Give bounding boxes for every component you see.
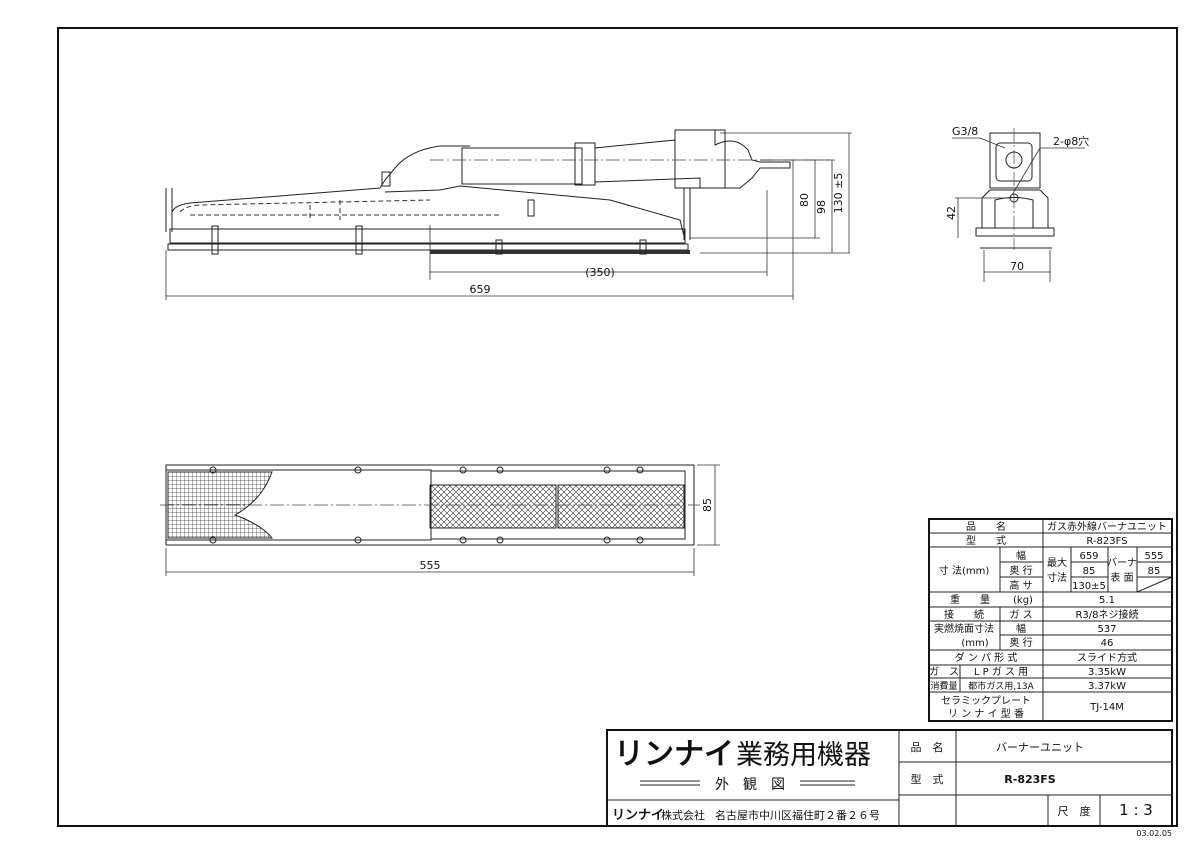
spec-face-width: 537 xyxy=(1097,624,1116,635)
spec-width-label: 幅 xyxy=(1016,549,1026,562)
spec-face-width-label: 幅 xyxy=(1016,622,1026,635)
dim-burner-length: (350) xyxy=(585,266,615,279)
dim-height: 130 ±5 xyxy=(832,173,845,214)
brand-logo: リンナイ xyxy=(614,737,734,772)
spec-conn-sub: ガ ス xyxy=(1009,609,1032,621)
company-suffix: 株式会社 xyxy=(661,808,705,822)
spec-weight-value: 5.1 xyxy=(1099,595,1115,606)
company-address: 名古屋市中川区福住町２番２６号 xyxy=(715,808,880,822)
spec-lp-value: 3.35kW xyxy=(1088,667,1126,678)
spec-dims-label: 寸 法(mm) xyxy=(939,564,990,577)
spec-model-value: R-823FS xyxy=(1086,536,1127,547)
spec-weight-unit: (kg) xyxy=(1013,595,1033,606)
spec-max-label-1: 最大 xyxy=(1047,556,1067,569)
spec-burner-width: 555 xyxy=(1144,551,1163,562)
spec-conn-label: 接 続 xyxy=(944,608,984,621)
label-holes: 2-φ8穴 xyxy=(1053,134,1089,148)
label-thread: G3/8 xyxy=(952,125,978,138)
dim-70: 70 xyxy=(1010,260,1024,273)
name-value: バーナーユニット xyxy=(996,741,1084,754)
end-view: G3/8 2-φ8穴 42 70 xyxy=(945,125,1089,282)
doc-type: 外 観 図 xyxy=(715,776,785,793)
model-value: R-823FS xyxy=(1004,773,1056,786)
spec-conn-value: R3/8ネジ接続 xyxy=(1075,608,1138,621)
dim-98: 98 xyxy=(815,200,828,214)
scale-value: 1 : 3 xyxy=(1119,801,1153,819)
title-block: リンナイ 業務用機器 外 観 図 リンナイ 株式会社 名古屋市中川区福住町２番２… xyxy=(606,729,1173,838)
dim-plan-length: 555 xyxy=(420,559,441,572)
spec-gas-label-1: ガ ス xyxy=(929,666,959,678)
spec-model-label: 型 式 xyxy=(966,534,1006,547)
spec-plate-label-2: リ ン ナ イ 型 番 xyxy=(948,707,1024,720)
side-view: (350) 659 80 98 130 ±5 xyxy=(165,129,852,300)
spec-face-label-2: (mm) xyxy=(961,638,988,649)
spec-burner-label-2: 表 面 xyxy=(1110,571,1133,584)
spec-plate-value: TJ-14M xyxy=(1089,702,1124,713)
spec-plate-label-1: セラミックプレート xyxy=(941,695,1031,707)
plan-view: 555 85 xyxy=(160,464,720,576)
spec-depth-label: 奥 行 xyxy=(1009,564,1032,577)
spec-burner-label-1: バーナ xyxy=(1107,557,1137,569)
model-label: 型 式 xyxy=(911,772,944,786)
spec-name-value: ガス赤外線バーナユニット xyxy=(1047,520,1167,533)
dim-plan-depth: 85 xyxy=(701,498,714,512)
spec-city-label: 都市ガス用,13A xyxy=(968,680,1034,692)
company-logo: リンナイ xyxy=(612,808,664,823)
spec-face-depth: 46 xyxy=(1101,638,1114,649)
spec-max-depth: 85 xyxy=(1083,566,1096,577)
spec-name-label: 品 名 xyxy=(966,520,1006,533)
revision-date: 03.02.05 xyxy=(1136,829,1172,838)
scale-label: 尺 度 xyxy=(1058,804,1091,818)
spec-lp-label: L P ガ ス 用 xyxy=(974,666,1028,678)
dim-overall-length: 659 xyxy=(470,283,491,296)
spec-table: 品 名 ガス赤外線バーナユニット 型 式 R-823FS 寸 法(mm) 幅 奥… xyxy=(928,518,1173,722)
spec-gas-label-2: 消費量 xyxy=(930,680,957,692)
name-label: 品 名 xyxy=(911,740,944,754)
spec-face-depth-label: 奥 行 xyxy=(1009,636,1032,649)
spec-max-height: 130±5 xyxy=(1072,581,1106,592)
dim-80: 80 xyxy=(798,193,811,207)
spec-face-label-1: 実燃焼面寸法 xyxy=(934,622,994,635)
spec-weight-label: 重 量 xyxy=(950,593,990,606)
spec-max-width: 659 xyxy=(1079,551,1098,562)
category-title: 業務用機器 xyxy=(736,740,871,771)
spec-burner-depth: 85 xyxy=(1148,566,1161,577)
spec-city-value: 3.37kW xyxy=(1088,681,1126,692)
spec-damper-label: ダ ン パ 形 式 xyxy=(955,651,1018,664)
spec-height-label: 高 サ xyxy=(1009,579,1032,592)
dim-42: 42 xyxy=(945,206,958,220)
spec-max-label-2: 寸法 xyxy=(1047,571,1067,584)
spec-damper-value: スライド方式 xyxy=(1077,651,1137,664)
